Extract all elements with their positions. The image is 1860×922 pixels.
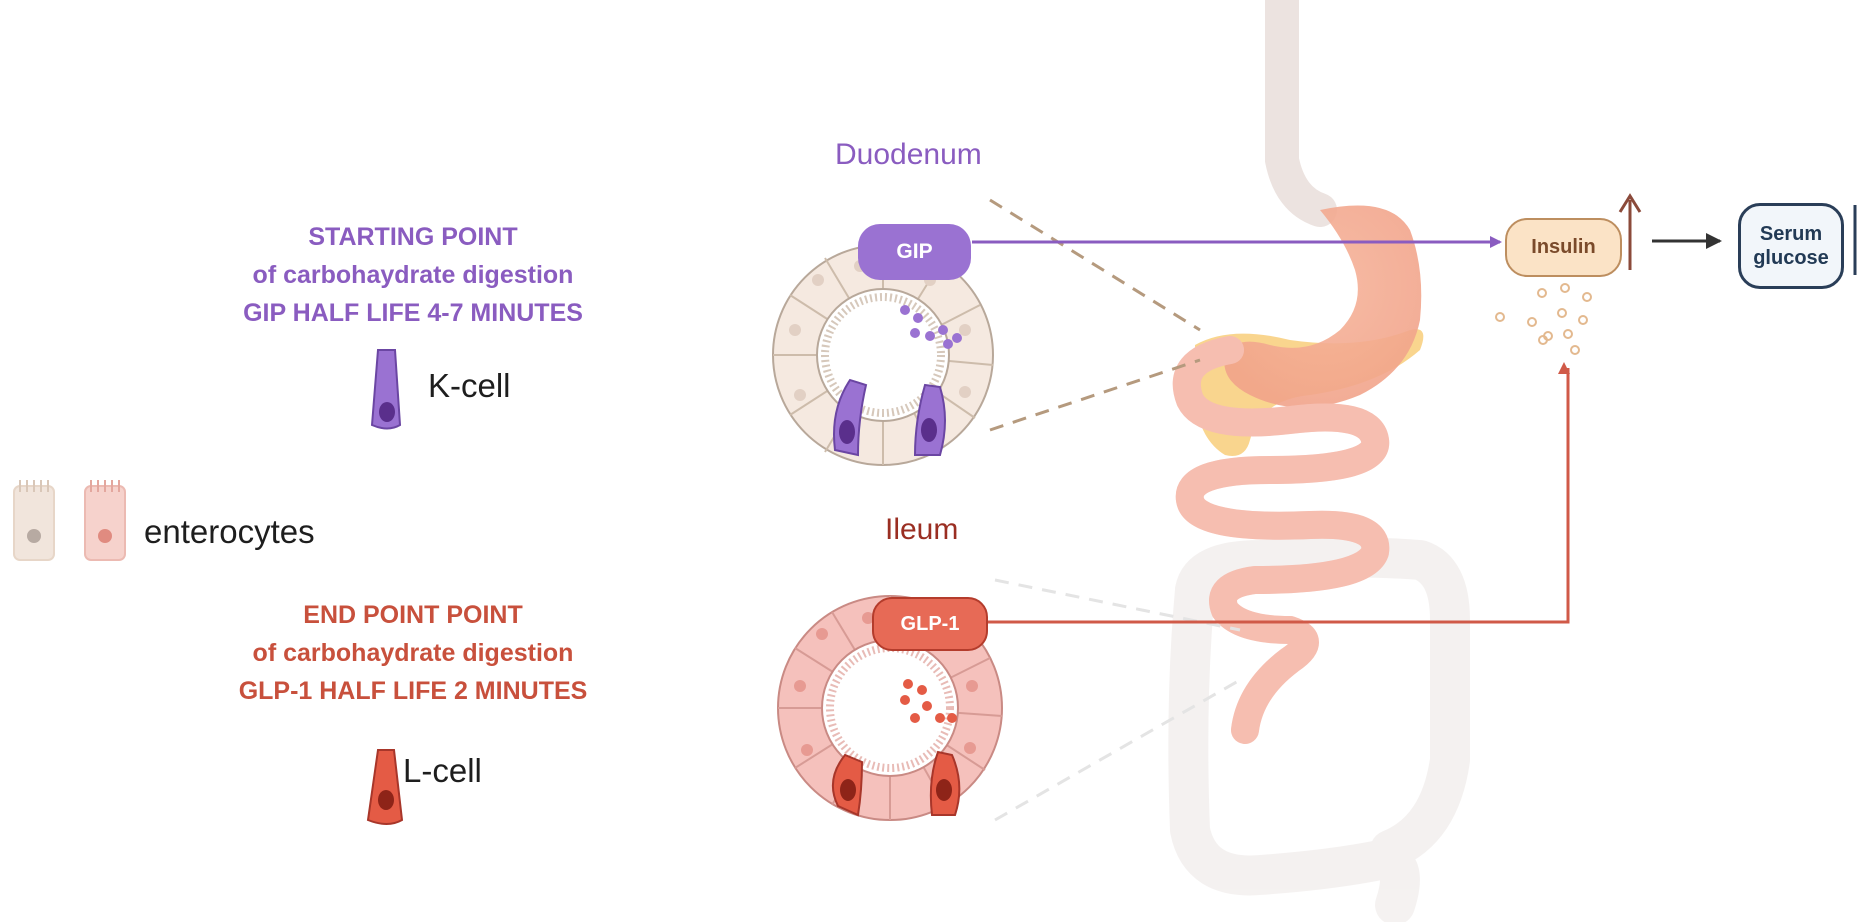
glp1-note-line1: END POINT POINT	[133, 596, 693, 634]
gip-note-line1: STARTING POINT	[133, 218, 693, 256]
serum-glucose-line2: glucose	[1753, 246, 1829, 270]
gip-note-line2: of carbohaydrate digestion	[133, 256, 693, 294]
ileum-label: Ileum	[885, 513, 958, 547]
enterocyte-icon	[14, 480, 54, 560]
enterocyte-icon	[85, 480, 125, 560]
k-cell-label: K-cell	[428, 367, 511, 405]
serum-glucose-badge: Serum glucose	[1738, 203, 1844, 289]
glp1-note: END POINT POINT of carbohaydrate digesti…	[133, 596, 693, 710]
serum-glucose-line1: Serum	[1760, 222, 1822, 246]
glp1-hormone-badge: GLP-1	[872, 597, 988, 651]
stomach	[1224, 206, 1421, 408]
glp1-note-line3: GLP-1 HALF LIFE 2 MINUTES	[133, 672, 693, 710]
gip-note-line3: GIP HALF LIFE 4-7 MINUTES	[133, 294, 693, 332]
gip-hormone-badge: GIP	[858, 224, 971, 280]
insulin-increase-icon	[1620, 196, 1640, 270]
k-cell-icon	[372, 350, 400, 429]
duodenum-zoom-lines	[990, 200, 1200, 430]
esophagus	[1282, 0, 1320, 210]
insulin-badge: Insulin	[1505, 218, 1622, 277]
l-cell-label: L-cell	[403, 752, 482, 790]
l-cell-icon	[368, 750, 402, 824]
duodenum-label: Duodenum	[835, 138, 982, 172]
insulin-granules	[1496, 284, 1591, 354]
glp1-note-line2: of carbohaydrate digestion	[133, 634, 693, 672]
gip-note: STARTING POINT of carbohaydrate digestio…	[133, 218, 693, 332]
enterocytes-label: enterocytes	[144, 513, 315, 551]
